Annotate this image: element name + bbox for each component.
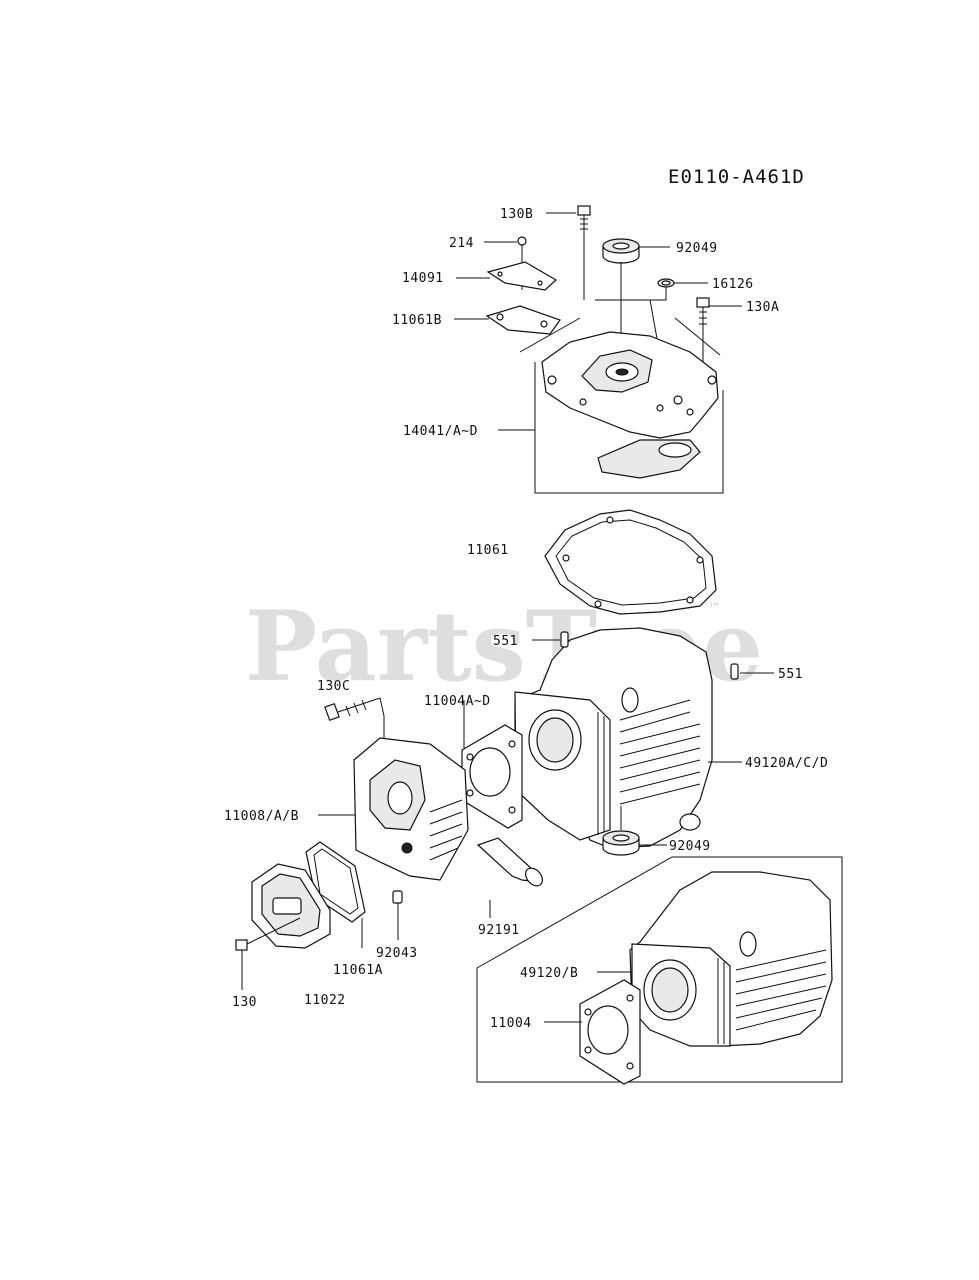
label-11061: 11061: [467, 543, 509, 558]
cylinder-head-group: 130C 11004A~D 11008/A/B: [224, 679, 543, 1010]
gasket-11061b: [485, 305, 561, 335]
label-14041: 14041/A~D: [403, 424, 478, 439]
crankcase-cover-14041: [541, 331, 719, 479]
label-16126: 16126: [712, 277, 754, 292]
alt-group-frame: [476, 856, 843, 1083]
label-130: 130: [232, 995, 257, 1010]
plate-14091: [486, 261, 558, 291]
gasket-11061: 11061: [467, 509, 717, 615]
oil-seal-92049-bottom: 92049: [602, 806, 711, 856]
label-130b: 130B: [500, 207, 533, 222]
crankcase-cover-group: 130B 214 92049 14091 16126 130A 11061B 1…: [392, 205, 779, 494]
oil-seal-92049-top: [602, 238, 640, 355]
bolt-130b: [577, 205, 591, 300]
label-11004: 11004: [490, 1016, 532, 1031]
diagram-code: E0110-A461D: [668, 166, 805, 188]
bolt-130a: [696, 297, 710, 368]
label-92049-top: 92049: [676, 241, 718, 256]
pin-92043: 92043: [376, 890, 418, 961]
label-11061b: 11061B: [392, 313, 442, 328]
label-551-left: 551: [493, 634, 518, 649]
cylinder-head-11008: 11008/A/B: [224, 737, 469, 881]
label-551-right: 551: [778, 667, 803, 682]
bolt-130: 130: [232, 917, 301, 1010]
bolt-130c: 130C: [317, 679, 385, 760]
o-ring-16126: [649, 278, 675, 356]
label-130c: 130C: [317, 679, 350, 694]
cylinder-block-49120acd: 49120A/C/D: [514, 627, 828, 849]
dowel-pin-551-right: 551: [730, 663, 803, 682]
watermark-trademark: ™: [708, 601, 721, 616]
label-92043: 92043: [376, 946, 418, 961]
label-49120acd: 49120A/C/D: [745, 756, 828, 771]
cover-group-frame: [534, 362, 724, 494]
label-11004a: 11004A~D: [424, 694, 491, 709]
label-130a: 130A: [746, 300, 779, 315]
label-214: 214: [449, 236, 474, 251]
pipe-92191: 92191: [476, 837, 543, 938]
head-gasket-11004a: 11004A~D: [424, 694, 523, 829]
label-14091: 14091: [402, 271, 444, 286]
label-92191: 92191: [478, 923, 520, 938]
dowel-pin-551-left: 551: [493, 631, 569, 649]
label-92049-bottom: 92049: [669, 839, 711, 854]
label-49120b: 49120/B: [520, 966, 578, 981]
alt-cylinder-block-group: 49120/B 11004: [476, 856, 843, 1085]
label-11022: 11022: [304, 993, 346, 1008]
cylinder-block-49120b: 49120/B: [520, 871, 833, 1047]
label-11061a: 11061A: [333, 963, 383, 978]
label-11008: 11008/A/B: [224, 809, 299, 824]
rocker-cover-11022: 11022: [251, 863, 346, 1008]
head-gasket-11004: 11004: [490, 979, 641, 1085]
